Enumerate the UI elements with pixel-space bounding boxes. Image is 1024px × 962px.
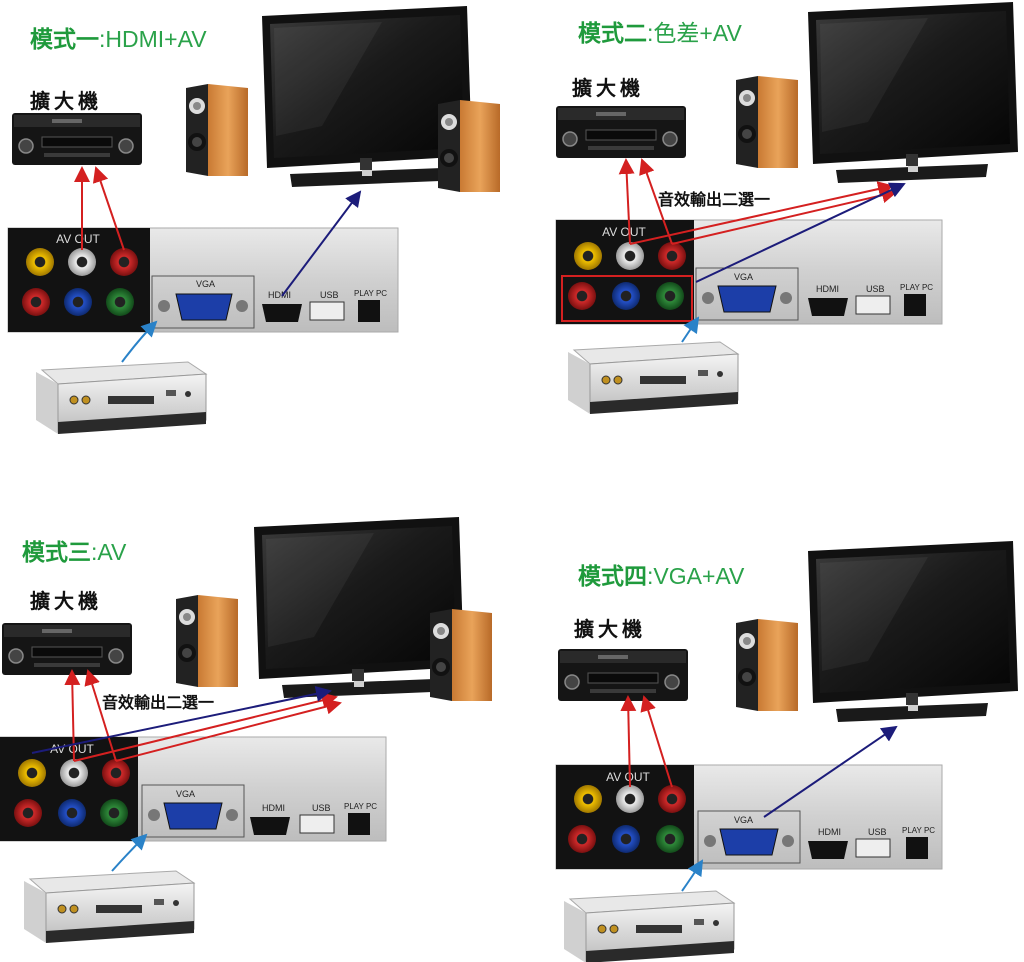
amplifier-label: 擴大機 xyxy=(572,76,644,100)
usb-label: USB xyxy=(868,827,887,837)
hdmi-label: HDMI xyxy=(268,290,291,300)
hdmi-label: HDMI xyxy=(262,803,285,813)
amplifier-image xyxy=(555,105,687,159)
amplifier-label: 擴大機 xyxy=(30,589,102,613)
speaker-right-image xyxy=(430,609,492,701)
mode-title: 模式三:AV xyxy=(22,533,126,567)
mode-panel-3: 模式三:AV 擴大機 音效輸出二選一 AV OUT VGA HDMI USB P… xyxy=(0,481,512,962)
mode-title: 模式四:VGA+AV xyxy=(578,557,744,591)
mode-title-zh: 模式四 xyxy=(578,564,647,590)
amplifier-image xyxy=(11,112,143,166)
amplifier-image xyxy=(1,622,133,676)
av-out-label: AV OUT xyxy=(602,225,646,239)
mode-title-en: :HDMI+AV xyxy=(99,26,207,52)
mode-title: 模式一:HDMI+AV xyxy=(30,20,207,54)
amplifier-image xyxy=(557,648,689,702)
diagram-art: AV OUT VGA HDMI USB PLAY PC xyxy=(555,541,1018,962)
speaker-right-image xyxy=(438,100,500,192)
speaker-image xyxy=(736,619,798,711)
diagram-art: AV OUT VGA HDMI USB PLAY PC xyxy=(555,2,1018,415)
media-player-image xyxy=(23,870,195,944)
mode-panel-1: 模式一:HDMI+AV 擴大機 AV OUT VGA HDMI USB PLAY… xyxy=(0,0,512,481)
amplifier-label: 擴大機 xyxy=(30,89,102,113)
diagram-art: AV OUT VGA HDMI USB PLAY PC xyxy=(0,517,492,944)
vga-label: VGA xyxy=(196,279,215,289)
hdmi-label: HDMI xyxy=(816,284,839,294)
play-pc-label: PLAY PC xyxy=(344,802,377,811)
mode-title-en: :AV xyxy=(91,539,127,565)
usb-label: USB xyxy=(312,803,331,813)
speaker-image xyxy=(736,76,798,168)
play-pc-label: PLAY PC xyxy=(902,826,935,835)
av-out-label: AV OUT xyxy=(50,742,94,756)
hdmi-label: HDMI xyxy=(818,827,841,837)
usb-label: USB xyxy=(866,284,885,294)
play-pc-label: PLAY PC xyxy=(354,289,387,298)
av-out-label: AV OUT xyxy=(56,232,100,246)
amplifier-label: 擴大機 xyxy=(574,617,646,641)
mode-panel-2: 模式二:色差+AV 擴大機 音效輸出二選一 AV OUT VGA HDMI US… xyxy=(512,0,1024,481)
speaker-left-image xyxy=(186,84,248,176)
play-pc-label: PLAY PC xyxy=(900,283,933,292)
component-highlight xyxy=(561,275,693,322)
av-out-label: AV OUT xyxy=(606,770,650,784)
media-player-image xyxy=(563,890,735,962)
tv-image xyxy=(808,541,1018,722)
mode-title: 模式二:色差+AV xyxy=(578,14,742,48)
usb-label: USB xyxy=(320,290,339,300)
vga-label: VGA xyxy=(734,815,753,825)
mode-title-zh: 模式三 xyxy=(22,540,91,566)
mode-title-en: :色差+AV xyxy=(647,20,742,46)
vga-label: VGA xyxy=(734,272,753,282)
mode-title-zh: 模式二 xyxy=(578,21,647,47)
speaker-left-image xyxy=(176,595,238,687)
vga-label: VGA xyxy=(176,789,195,799)
mode-title-zh: 模式一 xyxy=(30,27,99,53)
tv-image xyxy=(808,2,1018,183)
media-player-image xyxy=(35,361,207,435)
audio-output-label: 音效輸出二選一 xyxy=(658,190,771,209)
mode-panel-4: 模式四:VGA+AV 擴大機 AV OUT VGA HDMI USB PLAY … xyxy=(512,481,1024,962)
diagram-art: AV OUT VGA HDMI USB PLAY PC xyxy=(7,6,500,435)
media-player-image xyxy=(567,341,739,415)
audio-output-label: 音效輸出二選一 xyxy=(102,693,215,712)
mode-title-en: :VGA+AV xyxy=(647,563,745,589)
